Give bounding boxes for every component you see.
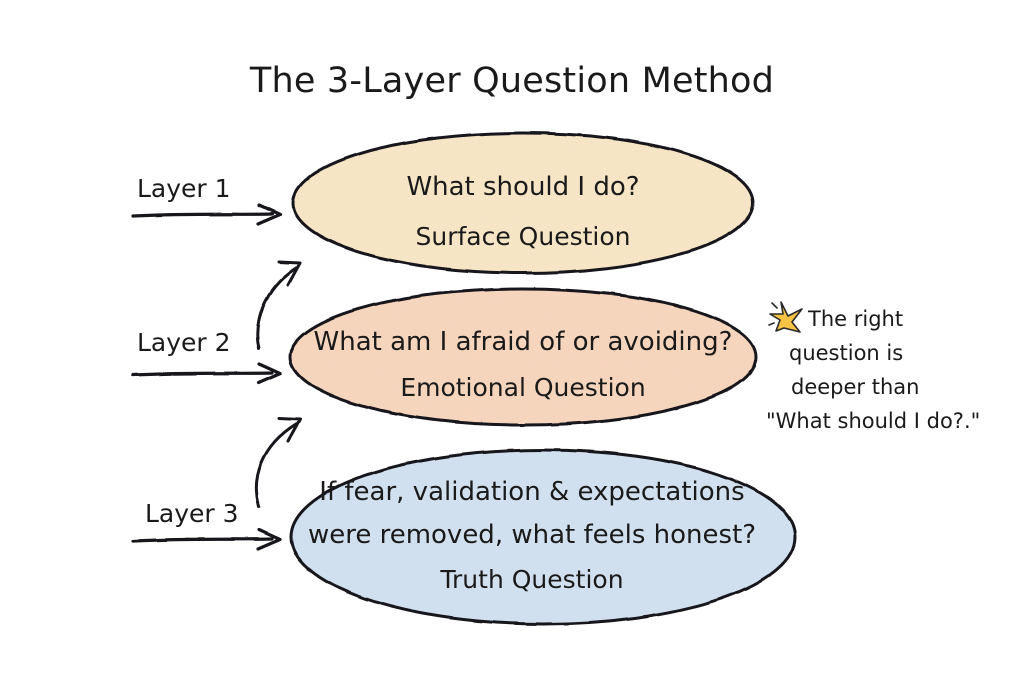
layer-1-subtitle: Surface Question bbox=[415, 222, 630, 251]
layer-3-question-line-2: were removed, what feels honest? bbox=[308, 520, 756, 550]
layer-3-arrow bbox=[131, 528, 282, 551]
layer-1-question: What should I do? bbox=[406, 172, 639, 202]
curved-arrow-layer2-to-layer1 bbox=[255, 260, 302, 351]
layer-3-label: Layer 3 bbox=[145, 499, 239, 528]
layer-3-question-line-1: If fear, validation & expectations bbox=[319, 477, 744, 507]
layer-1-ellipse-outline bbox=[291, 131, 755, 275]
side-note-line-1: The right bbox=[807, 307, 903, 331]
side-note-line-4: "What should I do?." bbox=[766, 409, 980, 433]
layer-1-label: Layer 1 bbox=[137, 174, 231, 203]
layer-2-group: Layer 2 What am I afraid of or avoiding?… bbox=[131, 287, 758, 427]
layer-3-ellipse-outline bbox=[289, 448, 797, 626]
layer-1-arrow bbox=[131, 203, 282, 226]
curved-arrow-layer3-to-layer2 bbox=[254, 416, 302, 508]
layer-2-question: What am I afraid of or avoiding? bbox=[314, 327, 733, 357]
layer-2-ellipse-outline bbox=[288, 287, 758, 427]
layer-2-label: Layer 2 bbox=[137, 328, 231, 357]
layer-3-bubble[interactable]: If fear, validation & expectations were … bbox=[289, 448, 797, 626]
layer-2-arrow bbox=[131, 362, 282, 385]
layer-2-bubble[interactable]: What am I afraid of or avoiding? Emotion… bbox=[288, 287, 758, 427]
layer-2-ellipse-fill bbox=[290, 289, 756, 425]
side-note: The right question is deeper than "What … bbox=[766, 301, 980, 433]
side-note-line-2: question is bbox=[789, 341, 903, 365]
side-note-line-3: deeper than bbox=[791, 375, 919, 399]
layer-2-subtitle: Emotional Question bbox=[400, 373, 645, 402]
layer-1-ellipse-fill bbox=[293, 133, 753, 273]
layer-1-bubble[interactable]: What should I do? Surface Question bbox=[291, 131, 755, 275]
layer-3-subtitle: Truth Question bbox=[439, 565, 623, 594]
page-title: The 3-Layer Question Method bbox=[249, 61, 774, 101]
layer-3-ellipse-fill bbox=[291, 450, 795, 624]
layer-3-group: Layer 3 If fear, validation & expectatio… bbox=[131, 448, 797, 626]
sparkle-star-icon bbox=[768, 301, 803, 333]
layer-1-group: Layer 1 What should I do? Surface Questi… bbox=[131, 131, 755, 275]
